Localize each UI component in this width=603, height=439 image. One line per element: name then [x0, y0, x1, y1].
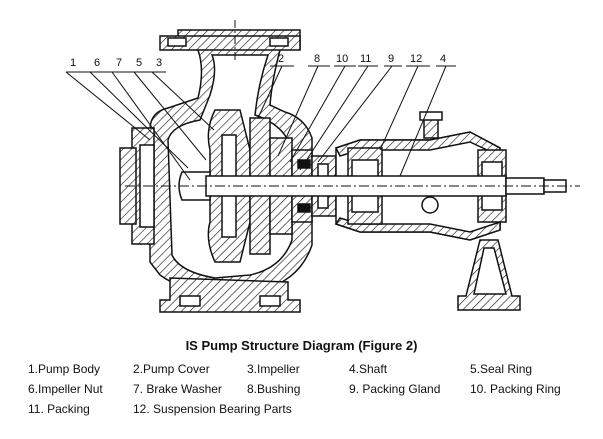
callout-8: 8 — [314, 53, 320, 65]
callout-10: 10 — [336, 53, 348, 65]
callout-4: 4 — [440, 53, 446, 65]
legend-item: 1.Pump Body — [28, 362, 101, 376]
callout-12: 12 — [410, 53, 422, 65]
callout-5: 5 — [136, 57, 142, 69]
callout-9: 9 — [388, 53, 394, 65]
legend-item: 5.Seal Ring — [470, 362, 533, 376]
legend-item: 9. Packing Gland — [349, 382, 441, 396]
callout-3: 3 — [156, 57, 162, 69]
legend-item: 11. Packing — [28, 402, 90, 416]
legend-item: 6.Impeller Nut — [28, 382, 103, 396]
callout-6: 6 — [94, 57, 100, 69]
pump-cross-section-drawing: 1 6 7 5 3 2 8 10 11 9 12 4 — [65, 20, 580, 313]
legend-item: 10. Packing Ring — [470, 382, 561, 396]
legend-item: 7. Brake Washer — [133, 382, 222, 396]
legend-item: 2.Pump Cover — [133, 362, 210, 376]
leader-lines — [65, 65, 456, 181]
legend-item: 4.Shaft — [349, 362, 388, 376]
pump-foot — [159, 277, 301, 313]
diagram-caption: IS Pump Structure Diagram (Figure 2) — [185, 338, 418, 353]
callout-1: 1 — [70, 57, 76, 69]
callout-numbers: 1 6 7 5 3 2 8 10 11 9 12 4 — [70, 53, 446, 69]
bracket-support — [457, 239, 521, 311]
callout-2: 2 — [278, 53, 284, 65]
legend-item: 8.Bushing — [247, 382, 301, 396]
pump-shaft — [125, 175, 580, 197]
parts-legend: 1.Pump Body 2.Pump Cover 3.Impeller 4.Sh… — [0, 362, 603, 432]
legend-item: 3.Impeller — [247, 362, 300, 376]
callout-7: 7 — [116, 57, 122, 69]
callout-11: 11 — [360, 53, 371, 65]
legend-item: 12. Suspension Bearing Parts — [133, 402, 292, 416]
